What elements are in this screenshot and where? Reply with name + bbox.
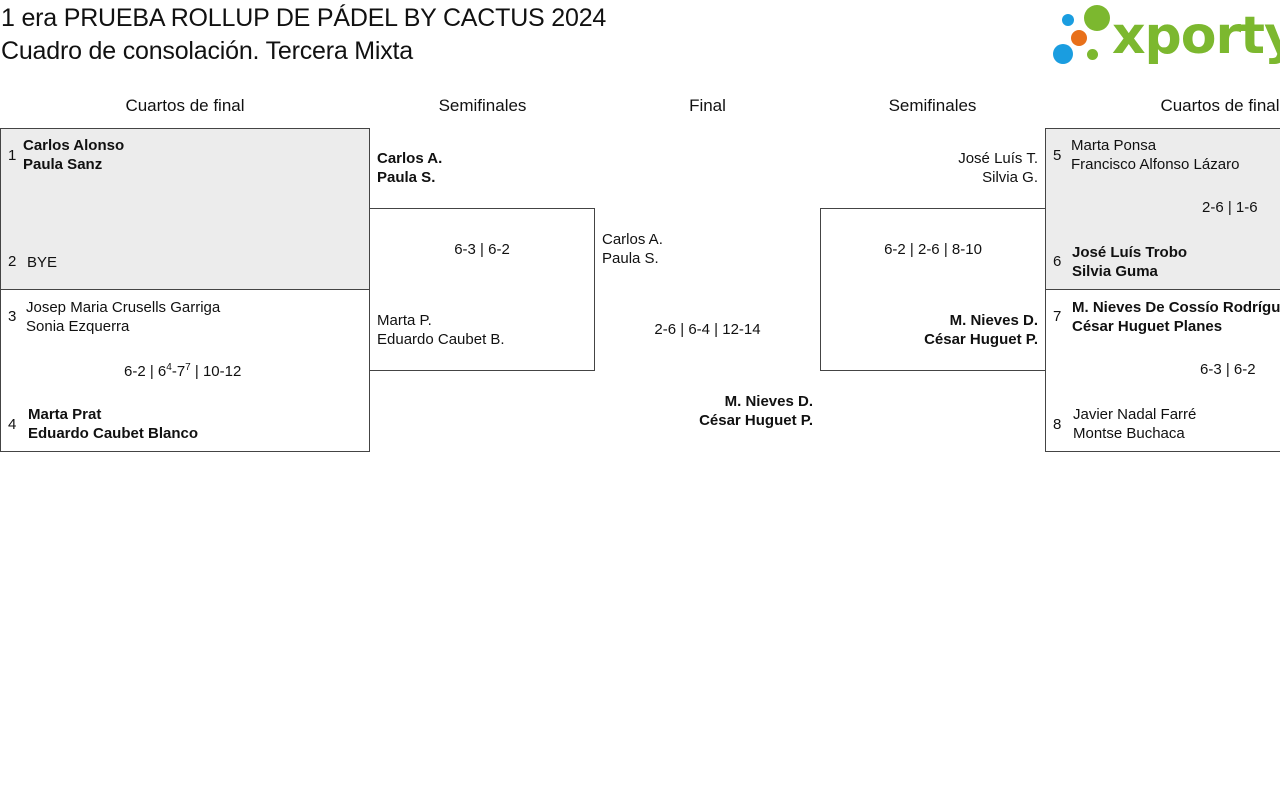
player-name: Paula Sanz [23,156,103,173]
player-name: Silvia Guma [1072,263,1158,280]
seed-number: 7 [1053,308,1062,325]
round-header-sf-left: Semifinales [438,96,527,115]
match-score: 6-3 | 6-2 [1200,361,1256,378]
player-name: César Huguet Planes [1072,318,1223,335]
logo-dot-orange [1071,30,1087,46]
player-name: Josep Maria Crusells Garriga [26,299,221,316]
player-name: José Luís Trobo [1072,244,1188,261]
player-name: Sonia Ezquerra [26,318,130,335]
player-name: M. Nieves De Cossío Rodríguez [1072,299,1280,316]
round-header-qf-right: Cuartos de final [1160,96,1280,115]
logo-dot-green-large [1084,5,1110,31]
seed-number: 4 [8,416,17,433]
seed-number: 3 [8,308,17,325]
match-sf-right[interactable]: 6-2 | 2-6 | 8-10 M. Nieves D. César Hugu… [820,208,1046,371]
xporty-logo[interactable]: xporty [1050,4,1280,68]
final-winner-name: César Huguet P. [699,412,813,429]
match-score: 6-2 | 64-77 | 10-12 [124,362,242,381]
match-score: 2-6 | 1-6 [1202,199,1258,216]
logo-dot-blue-large [1053,44,1073,64]
final-winner-name: M. Nieves D. [724,393,813,410]
player-name: Carlos Alonso [23,137,125,154]
round-header-sf-right: Semifinales [888,96,977,115]
seed-number: 2 [8,253,17,270]
player-name: César Huguet P. [924,331,1038,348]
match-qf-right-2[interactable]: 7 M. Nieves De Cossío Rodríguez César Hu… [1045,289,1280,452]
round-header-qf-left: Cuartos de final [125,96,245,115]
seed-number: 5 [1053,147,1062,164]
logo-dot-green-small [1087,49,1098,60]
player-name: BYE [27,254,58,271]
final-score: 2-6 | 6-4 | 12-14 [654,321,761,338]
match-qf-left-1[interactable]: 1 Carlos Alonso Paula Sanz 2 BYE [0,128,370,290]
player-name: Carlos A. [377,150,443,167]
page-title: 1 era PRUEBA ROLLUP DE PÁDEL BY CACTUS 2… [1,4,607,32]
match-score: 6-3 | 6-2 [454,241,510,258]
seed-number: 8 [1053,416,1062,433]
logo-dot-blue [1062,14,1074,26]
player-name: Eduardo Caubet Blanco [28,425,199,442]
match-sf-left[interactable]: 6-3 | 6-2 Marta P. Eduardo Caubet B. [369,208,595,371]
player-name: Carlos A. [602,231,663,248]
page-subtitle: Cuadro de consolación. Tercera Mixta [1,37,414,65]
player-name: Paula S. [377,169,436,186]
player-name: Marta Prat [28,406,102,423]
match-qf-left-2[interactable]: 3 Josep Maria Crusells Garriga Sonia Ezq… [0,289,370,452]
logo-wordmark: xporty [1112,6,1280,66]
round-header-final: Final [689,96,726,115]
player-name: Javier Nadal Farré [1073,406,1197,423]
player-name: Paula S. [602,250,659,267]
player-name: Eduardo Caubet B. [377,331,505,348]
match-qf-right-1[interactable]: 5 Marta Ponsa Francisco Alfonso Lázaro 2… [1045,128,1280,290]
player-name: José Luís T. [958,150,1038,167]
player-name: Montse Buchaca [1073,425,1185,442]
player-name: Silvia G. [982,169,1038,186]
match-score: 6-2 | 2-6 | 8-10 [884,241,982,258]
player-name: M. Nieves D. [949,312,1038,329]
player-name: Francisco Alfonso Lázaro [1071,156,1240,173]
seed-number: 1 [8,147,17,164]
seed-number: 6 [1053,253,1062,270]
player-name: Marta P. [377,312,432,329]
player-name: Marta Ponsa [1071,137,1157,154]
